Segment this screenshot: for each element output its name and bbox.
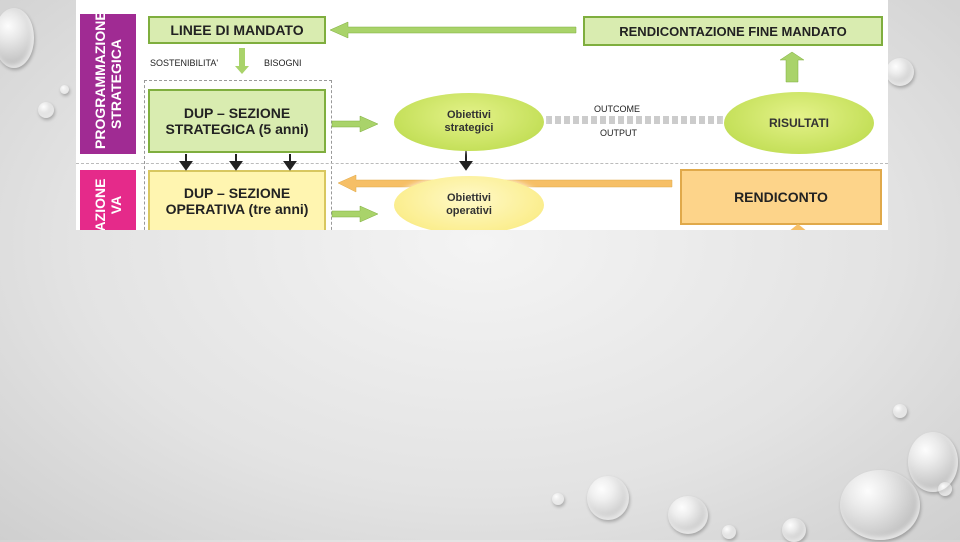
water-drop-decoration: [668, 496, 708, 534]
programming-cycle-diagram: PROGRAMMAZIONE STRATEGICA AZIONE VA LINE…: [76, 0, 888, 230]
obiettivi-strategici-text: Obiettivi strategici: [444, 109, 494, 134]
water-drop-decoration: [840, 470, 920, 540]
dup-sezione-strategica-box: DUP – SEZIONE STRATEGICA (5 anni): [148, 89, 326, 153]
arrow-right-green-icon: [331, 205, 379, 223]
arrow-right-green-icon: [331, 115, 379, 133]
water-drop-decoration: [552, 493, 564, 505]
dup-sezione-strategica-text: DUP – SEZIONE STRATEGICA (5 anni): [165, 105, 309, 137]
obiettivi-operativi-text: Obiettivi operativi: [446, 192, 492, 217]
dup-sezione-operativa-text: DUP – SEZIONE OPERATIVA (tre anni): [165, 185, 309, 217]
strategic-programming-bar: PROGRAMMAZIONE STRATEGICA: [80, 14, 136, 154]
operative-programming-bar: AZIONE VA: [80, 170, 136, 230]
dup-frame: [144, 80, 332, 230]
rendiconto-box: RENDICONTO: [680, 169, 882, 225]
water-drop-decoration: [938, 482, 952, 496]
linee-di-mandato-text: LINEE DI MANDATO: [170, 22, 304, 38]
output-label: OUTPUT: [600, 128, 637, 138]
water-drop-decoration: [0, 8, 34, 68]
dup-sezione-operativa-box: DUP – SEZIONE OPERATIVA (tre anni): [148, 170, 326, 230]
linee-di-mandato-box: LINEE DI MANDATO: [148, 16, 326, 44]
outcome-label: OUTCOME: [594, 104, 640, 114]
water-drop-decoration: [908, 432, 958, 492]
water-drop-decoration: [722, 525, 736, 539]
sostenibilita-label: SOSTENIBILITA': [150, 58, 219, 68]
arrow-up-green-icon: [779, 51, 805, 83]
obiettivi-operativi-ellipse: Obiettivi operativi: [394, 176, 544, 230]
water-drop-decoration: [38, 102, 54, 118]
rendiconto-text: RENDICONTO: [734, 189, 828, 205]
water-drop-decoration: [893, 404, 907, 418]
water-drop-decoration: [782, 518, 806, 542]
water-drop-decoration: [886, 58, 914, 86]
section-separator: [76, 163, 888, 164]
arrow-left-green-icon: [329, 21, 577, 39]
water-drop-decoration: [60, 85, 69, 94]
risultati-text: RISULTATI: [769, 115, 829, 130]
arrow-up-orange-icon: [790, 224, 806, 230]
risultati-ellipse: RISULTATI: [724, 92, 874, 154]
rendicontazione-fine-mandato-text: RENDICONTAZIONE FINE MANDATO: [619, 23, 847, 39]
bisogni-label: BISOGNI: [264, 58, 302, 68]
arrow-down-black-icon: [179, 150, 473, 171]
arrow-down-green-icon: [235, 48, 249, 74]
water-drop-decoration: [587, 476, 629, 520]
rendicontazione-fine-mandato-box: RENDICONTAZIONE FINE MANDATO: [583, 16, 883, 46]
obiettivi-strategici-ellipse: Obiettivi strategici: [394, 93, 544, 151]
